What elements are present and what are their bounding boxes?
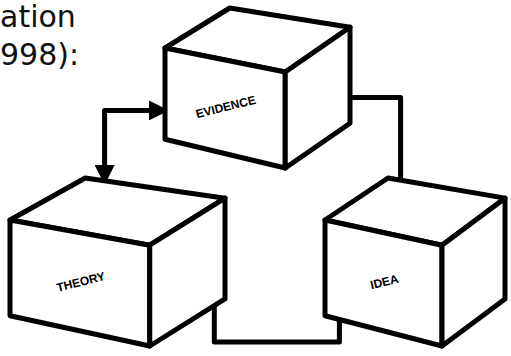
cube-label: EVIDENCE [195, 93, 258, 121]
title-fragment: ation [0, 2, 76, 32]
cube-box: IDEA [325, 178, 505, 346]
cube-outline [10, 178, 225, 346]
cube-box: THEORY [10, 178, 225, 346]
cube-outline [325, 178, 505, 346]
cube-box: EVIDENCE [165, 8, 350, 168]
connector [214, 306, 339, 342]
cube-label: IDEA [369, 272, 400, 293]
title-fragment: 998): [0, 40, 79, 70]
cube-label: THEORY [55, 269, 106, 295]
connector [350, 98, 401, 183]
cube-outline [165, 8, 350, 168]
connector [105, 110, 165, 181]
